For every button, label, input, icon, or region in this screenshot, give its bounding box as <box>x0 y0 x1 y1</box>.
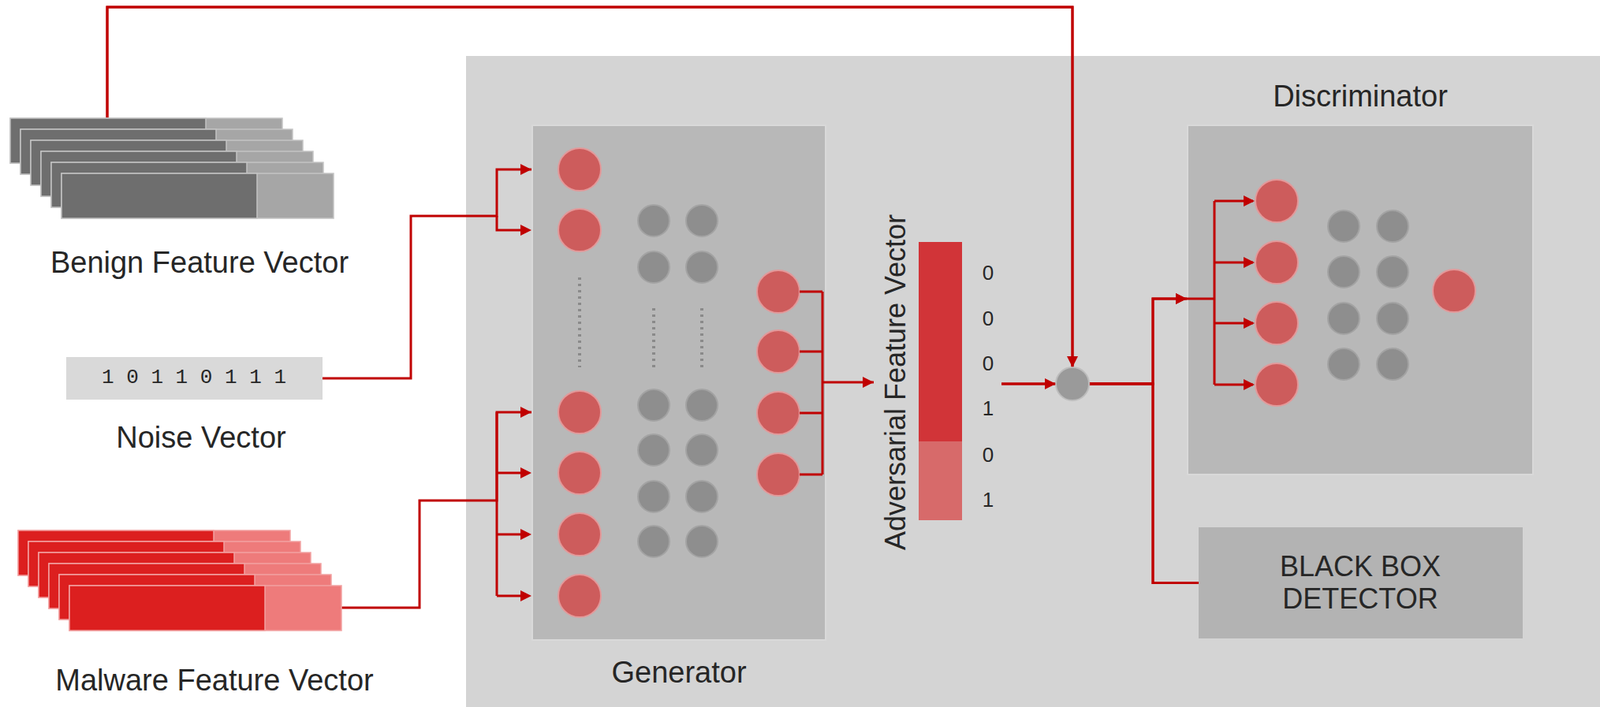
neuron-grey <box>1327 348 1360 381</box>
feature-sheet-part <box>69 585 265 631</box>
vector-bar-light <box>918 441 963 521</box>
output-link <box>822 381 827 385</box>
vector-node: Adversarial Feature Vector 0 0 0 1 0 1 <box>873 178 1002 584</box>
arrow-head <box>1044 378 1056 390</box>
dotted-ellipsis <box>700 308 704 370</box>
feature-sheet <box>69 585 342 631</box>
arrow-head <box>1066 356 1078 368</box>
neuron-red <box>1255 241 1298 284</box>
neuron-grey <box>637 389 670 422</box>
bit-value: 0 <box>982 352 994 377</box>
neuron-red <box>558 574 601 618</box>
output-wire <box>799 412 823 415</box>
feature-stack: Benign Feature Vector <box>10 118 334 220</box>
arrow-head <box>1243 195 1255 207</box>
fan-branch <box>496 533 521 537</box>
bit-value: 0 <box>982 443 994 468</box>
bit-value: 1 <box>982 397 994 422</box>
neuron-red <box>1255 363 1298 407</box>
fan-bus <box>496 412 499 597</box>
feature-stack: Malware Feature Vector <box>18 530 342 632</box>
network-box: Discriminator <box>1186 124 1534 476</box>
output-wire <box>799 290 823 294</box>
dotted-ellipsis <box>578 277 582 368</box>
noise-box: 1 0 1 1 0 1 1 1Noise Vector <box>66 357 323 400</box>
detector-box: BLACK BOX DETECTOR <box>1198 527 1523 639</box>
connector <box>826 381 874 385</box>
neuron-red <box>757 391 800 435</box>
arrow-head <box>520 467 532 479</box>
feature-sheet-part <box>61 173 258 219</box>
neuron-grey <box>1327 302 1360 335</box>
neuron-grey <box>637 525 670 558</box>
neuron-red <box>757 453 800 497</box>
neuron-grey <box>686 434 718 467</box>
neuron-red <box>1255 179 1298 223</box>
neuron-grey <box>686 205 718 237</box>
neuron-grey <box>686 389 718 422</box>
neuron-grey <box>1376 348 1409 381</box>
output-wire <box>799 350 823 354</box>
grey-panel <box>466 55 1600 707</box>
neuron-red <box>558 148 601 191</box>
node-illustration <box>10 118 334 220</box>
node-illustration <box>18 530 342 632</box>
connector <box>1001 298 1187 385</box>
arrow-head <box>520 590 532 602</box>
neuron-grey <box>637 434 670 467</box>
connector <box>341 412 532 608</box>
node-label: Benign Feature Vector <box>50 246 349 281</box>
node-label: Discriminator <box>1272 79 1448 115</box>
neuron-red <box>558 208 601 252</box>
neuron-grey <box>686 481 718 513</box>
neuron-grey <box>1376 210 1409 243</box>
fan-branch <box>496 216 521 231</box>
arrow-head <box>1243 317 1255 329</box>
node-label: Noise Vector <box>115 421 286 456</box>
neuron-red <box>558 391 601 434</box>
neuron-grey <box>1327 210 1360 243</box>
neuron-red <box>1255 302 1298 345</box>
connector <box>322 169 532 379</box>
network-box: Generator <box>531 124 827 642</box>
node-illustration <box>531 124 827 642</box>
neuron-grey <box>686 251 718 284</box>
neuron-red <box>558 513 601 556</box>
arrow-head <box>1243 379 1255 391</box>
bit-string: 1 0 1 1 0 1 1 1 <box>101 366 287 391</box>
node-label: Adversarial Feature Vector <box>879 214 912 551</box>
node-label: Generator <box>611 656 746 691</box>
input-bus <box>1213 201 1216 385</box>
node-label: BLACK BOX DETECTOR <box>1265 550 1455 616</box>
neuron-grey <box>637 251 670 284</box>
dotted-ellipsis <box>652 308 656 370</box>
node-illustration <box>1186 124 1534 476</box>
neuron-red <box>757 330 800 373</box>
input-wire <box>1186 298 1215 301</box>
bit-value: 0 <box>982 261 994 286</box>
arrow-head <box>520 529 532 541</box>
neuron-red <box>1432 269 1476 313</box>
neuron-grey <box>1376 302 1409 335</box>
neuron-grey <box>1327 256 1360 288</box>
feature-sheet <box>61 173 334 219</box>
node-label: Malware Feature Vector <box>55 663 373 699</box>
arrow-head <box>1243 257 1255 269</box>
connector <box>1001 384 1199 584</box>
neuron-red <box>558 451 601 495</box>
neuron-grey <box>637 205 670 237</box>
neuron-grey <box>686 525 718 558</box>
fan-branch <box>496 595 521 598</box>
bit-value: 0 <box>982 307 994 332</box>
junction-dot <box>1055 367 1090 401</box>
neuron-grey <box>637 481 670 513</box>
bit-value: 1 <box>982 488 994 513</box>
neuron-red <box>757 270 800 314</box>
output-wire <box>799 473 823 477</box>
arrow-head <box>520 224 532 236</box>
neuron-grey <box>1376 256 1409 288</box>
fan-branch <box>496 472 521 475</box>
vector-bar-dark <box>918 242 963 442</box>
